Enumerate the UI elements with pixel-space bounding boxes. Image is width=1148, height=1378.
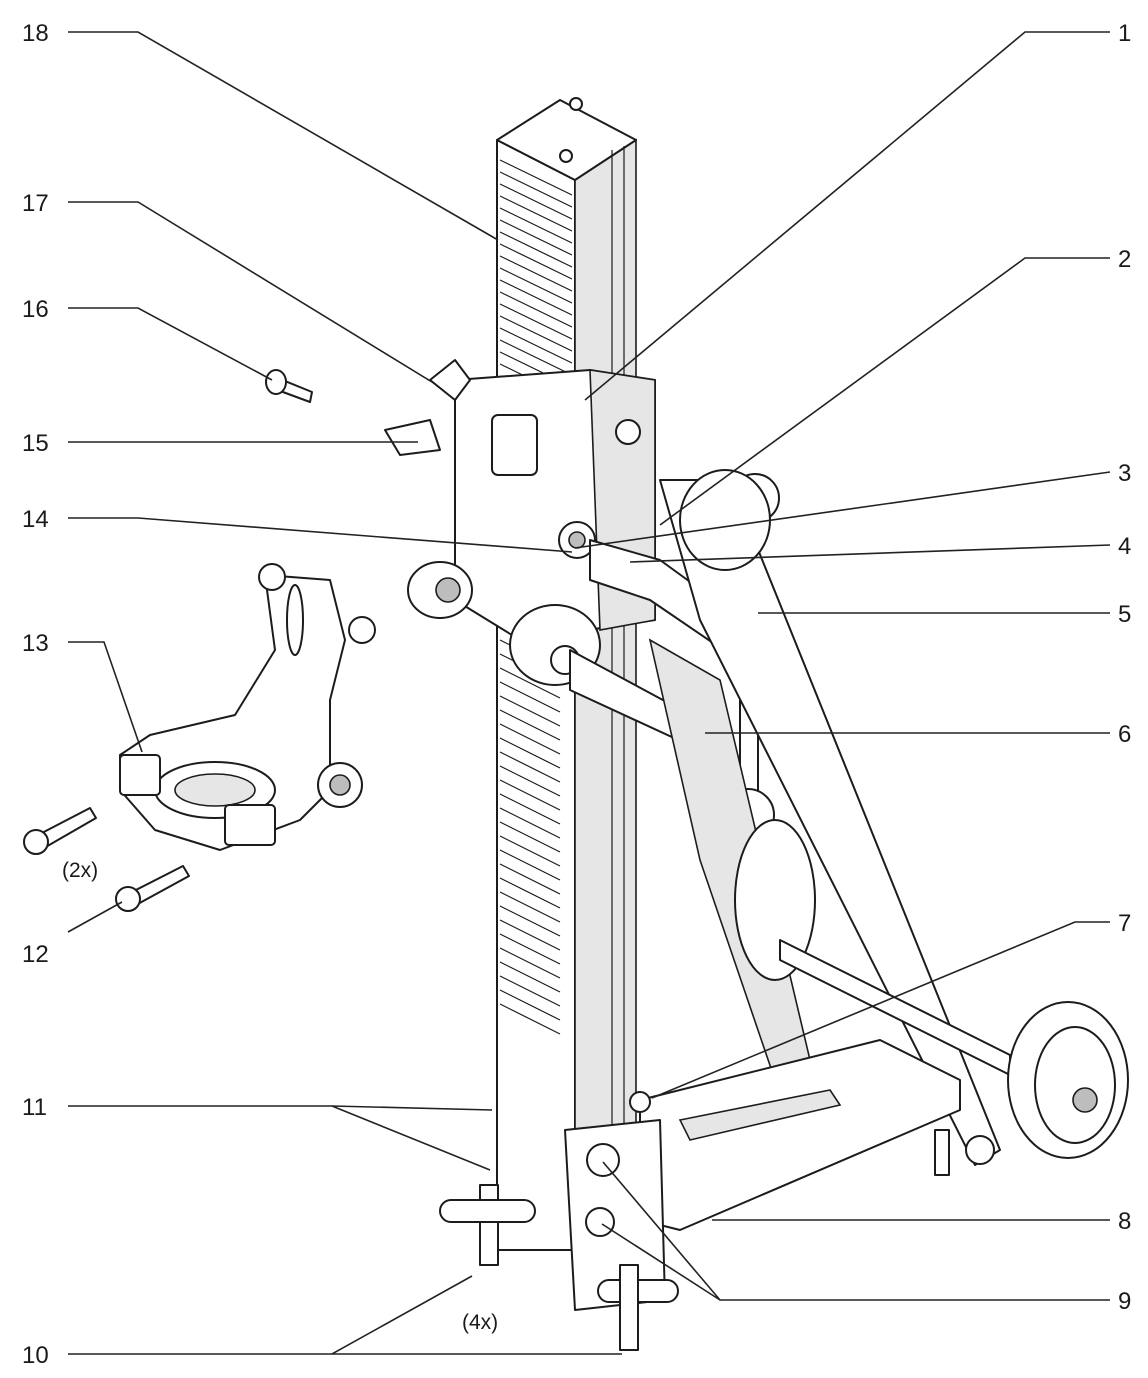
callout-13: 13 — [22, 630, 49, 657]
leader-18 — [68, 31, 499, 241]
drill-bracket — [119, 563, 376, 851]
leader-11 — [68, 1105, 493, 1171]
leader-4 — [629, 544, 1111, 563]
leader-12 — [67, 901, 123, 933]
callout-18: 18 — [22, 20, 49, 47]
note-screws-qty: (2x) — [62, 859, 98, 882]
base-frame — [439, 1039, 961, 1351]
leader-16 — [68, 307, 273, 381]
callout-10: 10 — [22, 1342, 49, 1369]
callout-3: 3 — [1118, 460, 1131, 487]
callout-11: 11 — [22, 1094, 47, 1121]
drill-stand-illustration — [23, 97, 1129, 1351]
note-feet-qty: (4x) — [462, 1311, 498, 1334]
callout-17: 17 — [22, 190, 49, 217]
callout-5: 5 — [1118, 601, 1131, 628]
callout-7: 7 — [1118, 910, 1131, 937]
callout-8: 8 — [1118, 1208, 1131, 1235]
callout-1: 1 — [1118, 20, 1131, 47]
screws — [23, 369, 313, 912]
callout-6: 6 — [1118, 721, 1131, 748]
leader-2 — [659, 257, 1110, 526]
leader-17 — [68, 201, 433, 383]
callout-4: 4 — [1118, 533, 1131, 560]
leader-lines — [67, 31, 1111, 1355]
callout-15: 15 — [22, 430, 49, 457]
leader-9 — [601, 1161, 1110, 1301]
callout-2: 2 — [1118, 246, 1131, 273]
callout-12: 12 — [22, 941, 49, 968]
callout-9: 9 — [1118, 1288, 1131, 1315]
callout-14: 14 — [22, 506, 49, 533]
rack-teeth — [499, 159, 573, 1035]
callout-16: 16 — [22, 296, 49, 323]
callout-numbers: 18 17 16 15 14 13 12 11 10 1 2 3 4 5 6 7… — [22, 20, 1131, 1369]
leader-10 — [68, 1275, 622, 1355]
leader-3 — [574, 471, 1111, 549]
leader-7 — [651, 921, 1110, 1099]
leader-13 — [68, 641, 143, 753]
leader-1 — [584, 31, 1110, 401]
leader-14 — [68, 517, 573, 553]
rear-legs — [648, 469, 1129, 1166]
